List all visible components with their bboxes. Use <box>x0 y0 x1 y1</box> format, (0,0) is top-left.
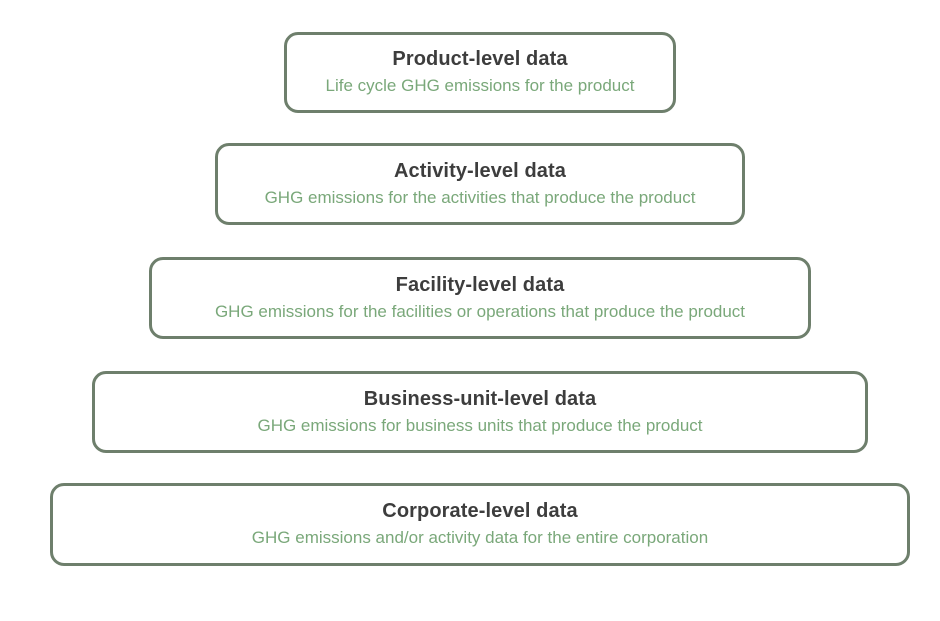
level-box-product: Product-level data Life cycle GHG emissi… <box>284 32 676 113</box>
level-title-product: Product-level data <box>392 48 568 71</box>
level-box-facility: Facility-level data GHG emissions for th… <box>149 257 811 339</box>
level-subtitle-corporate: GHG emissions and/or activity data for t… <box>251 528 709 548</box>
level-subtitle-product: Life cycle GHG emissions for the product <box>325 76 635 96</box>
level-subtitle-business-unit: GHG emissions for business units that pr… <box>257 415 703 435</box>
level-title-corporate: Corporate-level data <box>382 500 578 523</box>
level-subtitle-facility: GHG emissions for the facilities or oper… <box>214 301 746 321</box>
level-box-corporate: Corporate-level data GHG emissions and/o… <box>50 483 910 566</box>
level-title-activity: Activity-level data <box>394 159 566 182</box>
level-box-activity: Activity-level data GHG emissions for th… <box>215 143 745 225</box>
level-subtitle-activity: GHG emissions for the activities that pr… <box>264 187 696 207</box>
level-title-facility: Facility-level data <box>395 273 565 296</box>
level-box-business-unit: Business-unit-level data GHG emissions f… <box>92 371 868 453</box>
level-title-business-unit: Business-unit-level data <box>363 387 597 410</box>
